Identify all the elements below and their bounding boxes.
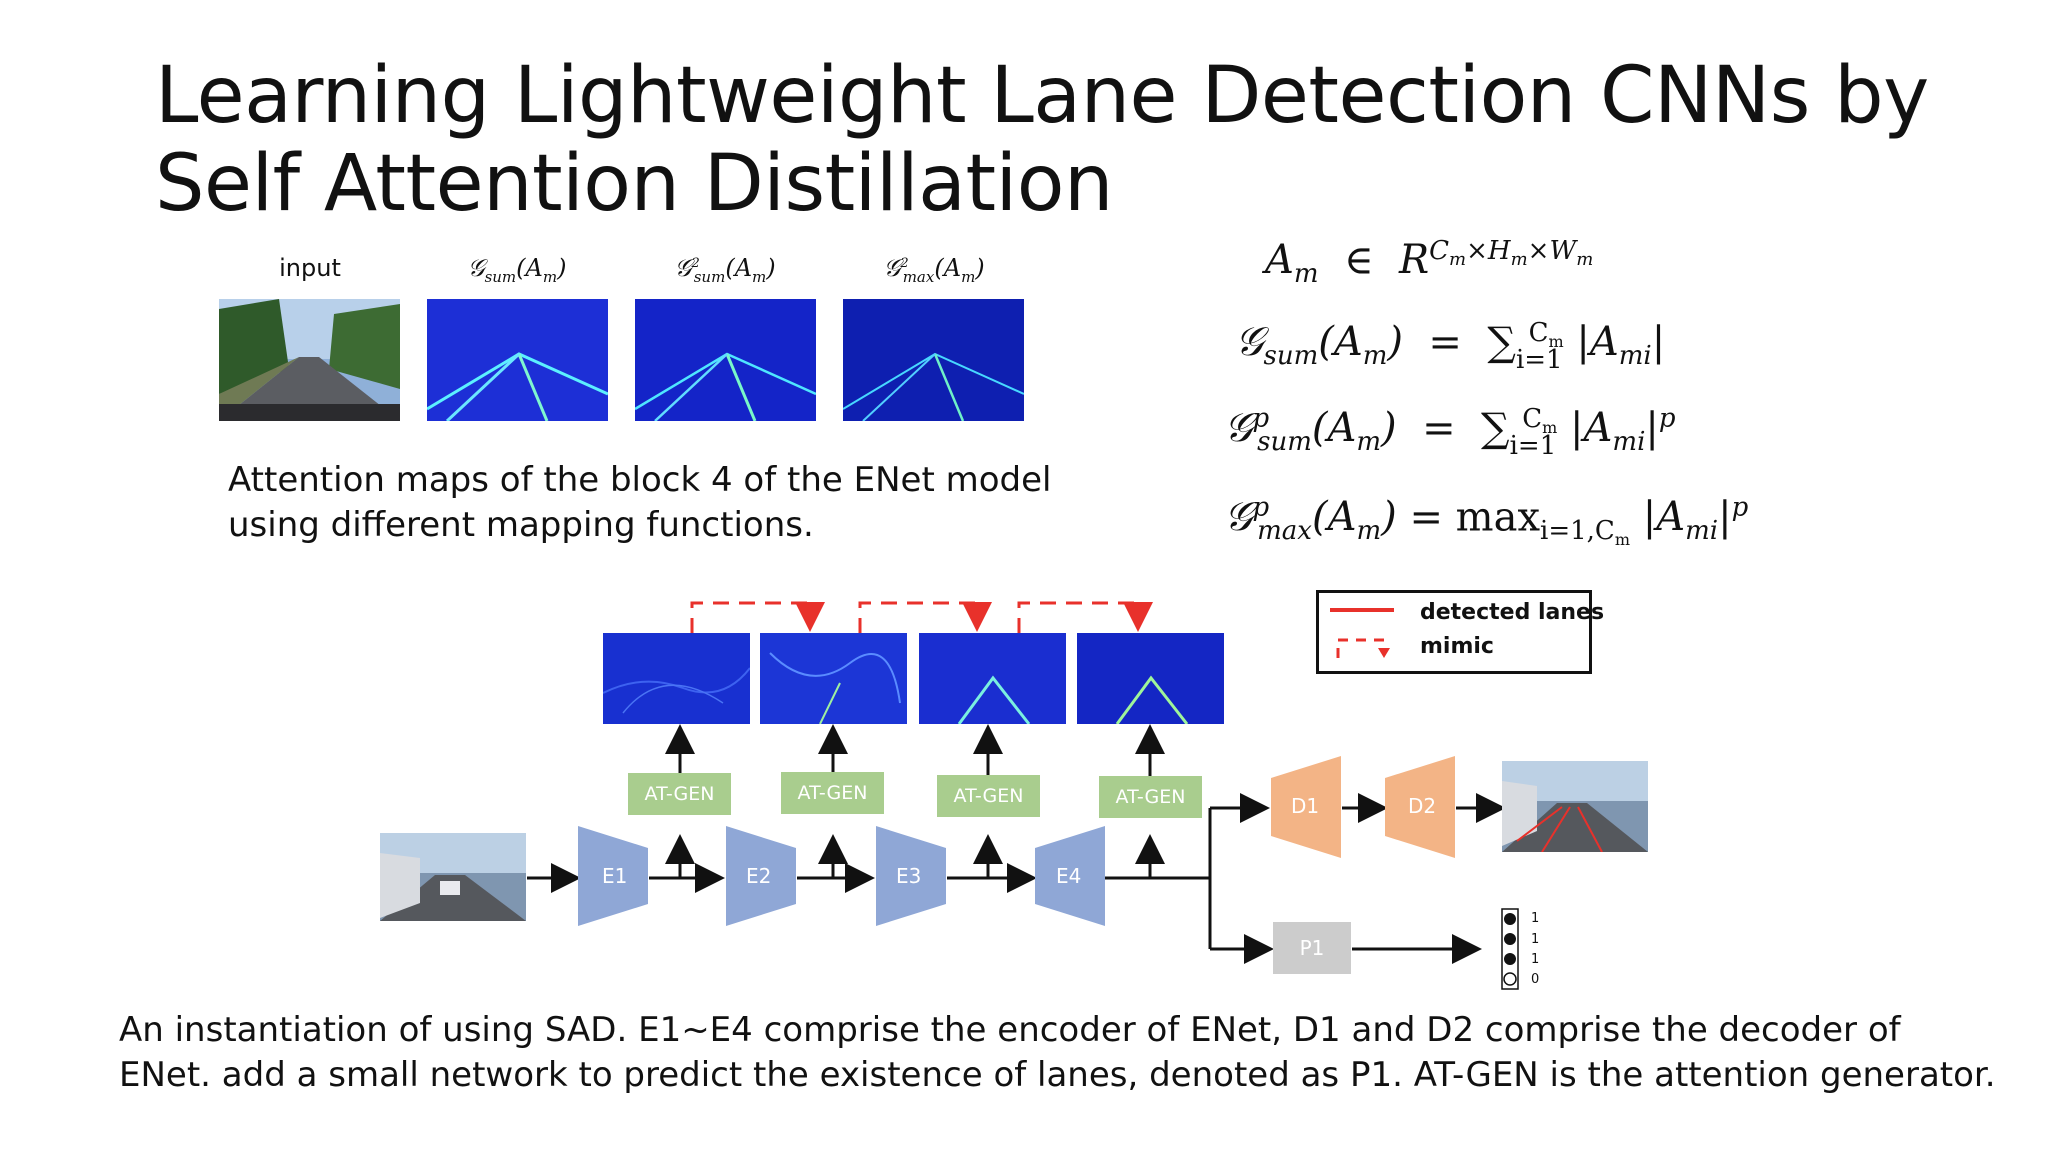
top-figure-caption: Attention maps of the block 4 of the ENe… (228, 458, 1051, 548)
legend (1316, 590, 1592, 674)
top-caption-line-2: using different mapping functions. (228, 505, 814, 545)
at-gen-box-1: AT-GEN (628, 773, 731, 815)
encoder-e4-label: E4 (1056, 864, 1082, 888)
attention-map-g2max (843, 299, 1024, 421)
existence-value-1: 1 (1531, 911, 1540, 926)
legend-mimic-label: mimic (1420, 634, 1494, 659)
legend-symbols (1330, 608, 1394, 658)
at-gen-box-4: AT-GEN (1099, 776, 1202, 818)
encoder-e1-label: E1 (602, 864, 628, 888)
title-line-2: Self Attention Distillation (155, 139, 1113, 229)
diagram-attention-map-4 (1077, 633, 1224, 724)
encoder-e3 (876, 826, 946, 926)
existence-vector (1501, 908, 1519, 990)
encoder-e1 (578, 826, 648, 926)
decoder-d2 (1385, 756, 1455, 858)
attention-map-gsum (427, 299, 608, 421)
detected-lanes-overlay (1516, 806, 1603, 852)
label-gsum: 𝒢sum(Am) (467, 254, 567, 286)
diagram-output-image (1502, 761, 1648, 852)
formula-gpmax: 𝒢pmax(Am) = maxi=1,Cm |Ami|p (1224, 493, 1749, 550)
mimic-arrows (690, 601, 1153, 634)
at-gen-box-3: AT-GEN (937, 775, 1040, 817)
at-gen-box-2: AT-GEN (781, 772, 884, 814)
encoder-e3-label: E3 (896, 864, 922, 888)
decoder-d2-label: D2 (1408, 794, 1437, 818)
diagram-attention-map-1 (603, 633, 750, 724)
mimic-arrowhead (1378, 648, 1390, 658)
label-g2max: 𝒢2max(Am) (883, 254, 985, 286)
legend-detected-label: detected lanes (1420, 600, 1605, 625)
predictor-p1: P1 (1273, 922, 1351, 974)
slide-title: Learning Lightweight Lane Detection CNNs… (155, 52, 1929, 228)
label-g2sum: 𝒢2sum(Am) (674, 254, 776, 286)
encoder-e2-label: E2 (746, 864, 772, 888)
decoder-d1-label: D1 (1291, 794, 1320, 818)
formula-gsum: 𝒢sum(Am) = ∑i=1Cm |Ami| (1235, 318, 1666, 376)
formula-am-space: Am ∈ RCm×Hm×Wm (1265, 236, 1594, 290)
bottom-caption-line-2: ENet. add a small network to predict the… (119, 1055, 1996, 1095)
diagram-attention-map-3 (919, 633, 1066, 724)
title-line-1: Learning Lightweight Lane Detection CNNs… (155, 51, 1929, 141)
input-road-image (219, 299, 400, 421)
encoder-e2 (726, 826, 796, 926)
existence-value-4: 0 (1531, 972, 1540, 987)
top-caption-line-1: Attention maps of the block 4 of the ENe… (228, 460, 1052, 500)
decoder-d1 (1271, 756, 1341, 858)
formula-gpsum: 𝒢psum(Am) = ∑i=1Cm |Ami|p (1224, 404, 1676, 462)
mimic-dashed-line (1336, 638, 1386, 658)
diagram-input-image (380, 833, 526, 921)
bottom-caption: An instantiation of using SAD. E1~E4 com… (119, 1008, 1996, 1098)
bottom-caption-line-1: An instantiation of using SAD. E1~E4 com… (119, 1010, 1901, 1050)
label-input: input (279, 254, 341, 282)
attention-map-g2sum (635, 299, 816, 421)
existence-value-3: 1 (1531, 952, 1540, 967)
existence-value-2: 1 (1531, 932, 1540, 947)
diagram-attention-map-2 (760, 633, 907, 724)
encoder-e4 (1035, 826, 1105, 926)
